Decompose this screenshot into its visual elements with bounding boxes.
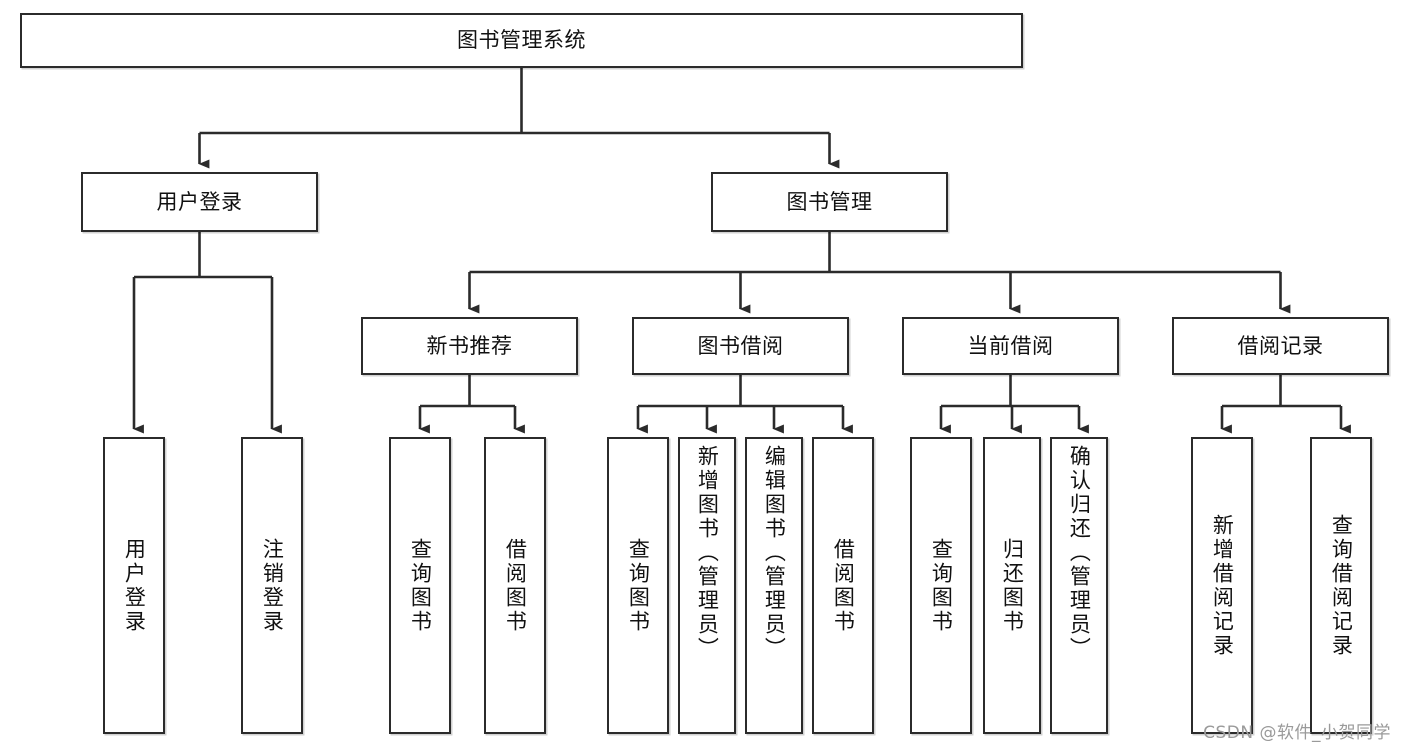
watermark: CSDN @软件_小贺同学 (1203, 723, 1391, 743)
node-root[interactable]: 图书管理系统 (20, 13, 1023, 68)
node-leaf-query-book-2[interactable]: 查询图书 (607, 437, 669, 734)
node-leaf-return-book-label: 归还图书 (1000, 537, 1025, 634)
node-leaf-logout[interactable]: 注销登录 (241, 437, 303, 734)
node-leaf-borrow-book-1-label: 借阅图书 (503, 537, 528, 634)
node-leaf-add-book-label: 新增图书（管理员） (695, 445, 720, 661)
node-leaf-confirm-return-label: 确认归还（管理员） (1067, 445, 1092, 661)
node-new-book-recommend-label: 新书推荐 (426, 333, 513, 358)
node-leaf-add-record-label: 新增借阅记录 (1210, 513, 1235, 658)
node-borrow-record-label: 借阅记录 (1237, 333, 1324, 358)
node-leaf-borrow-book-1[interactable]: 借阅图书 (484, 437, 546, 734)
node-leaf-return-book[interactable]: 归还图书 (983, 437, 1041, 734)
node-new-book-recommend[interactable]: 新书推荐 (361, 317, 578, 375)
node-leaf-edit-book[interactable]: 编辑图书（管理员） (745, 437, 803, 734)
node-leaf-borrow-book-2-label: 借阅图书 (831, 537, 856, 634)
node-leaf-query-record-label: 查询借阅记录 (1329, 513, 1354, 658)
node-leaf-query-record[interactable]: 查询借阅记录 (1310, 437, 1372, 734)
node-leaf-confirm-return[interactable]: 确认归还（管理员） (1050, 437, 1108, 734)
node-current-borrow-label: 当前借阅 (967, 333, 1054, 358)
node-leaf-query-book-1[interactable]: 查询图书 (389, 437, 451, 734)
node-leaf-logout-label: 注销登录 (260, 537, 285, 634)
node-leaf-query-book-1-label: 查询图书 (408, 537, 433, 634)
node-user-login[interactable]: 用户登录 (81, 172, 318, 232)
node-leaf-add-record[interactable]: 新增借阅记录 (1191, 437, 1253, 734)
node-book-borrow-label: 图书借阅 (697, 333, 784, 358)
node-current-borrow[interactable]: 当前借阅 (902, 317, 1119, 375)
node-root-label: 图书管理系统 (457, 28, 586, 53)
node-user-login-label: 用户登录 (156, 189, 243, 214)
node-leaf-query-book-2-label: 查询图书 (626, 537, 651, 634)
node-borrow-record[interactable]: 借阅记录 (1172, 317, 1389, 375)
node-leaf-query-book-3-label: 查询图书 (929, 537, 954, 634)
node-leaf-user-login-label: 用户登录 (122, 537, 147, 634)
node-book-manage[interactable]: 图书管理 (711, 172, 948, 232)
node-leaf-user-login[interactable]: 用户登录 (103, 437, 165, 734)
node-leaf-borrow-book-2[interactable]: 借阅图书 (812, 437, 874, 734)
node-leaf-add-book[interactable]: 新增图书（管理员） (678, 437, 736, 734)
node-book-borrow[interactable]: 图书借阅 (632, 317, 849, 375)
node-book-manage-label: 图书管理 (786, 189, 873, 214)
node-leaf-edit-book-label: 编辑图书（管理员） (762, 445, 787, 661)
node-leaf-query-book-3[interactable]: 查询图书 (910, 437, 972, 734)
